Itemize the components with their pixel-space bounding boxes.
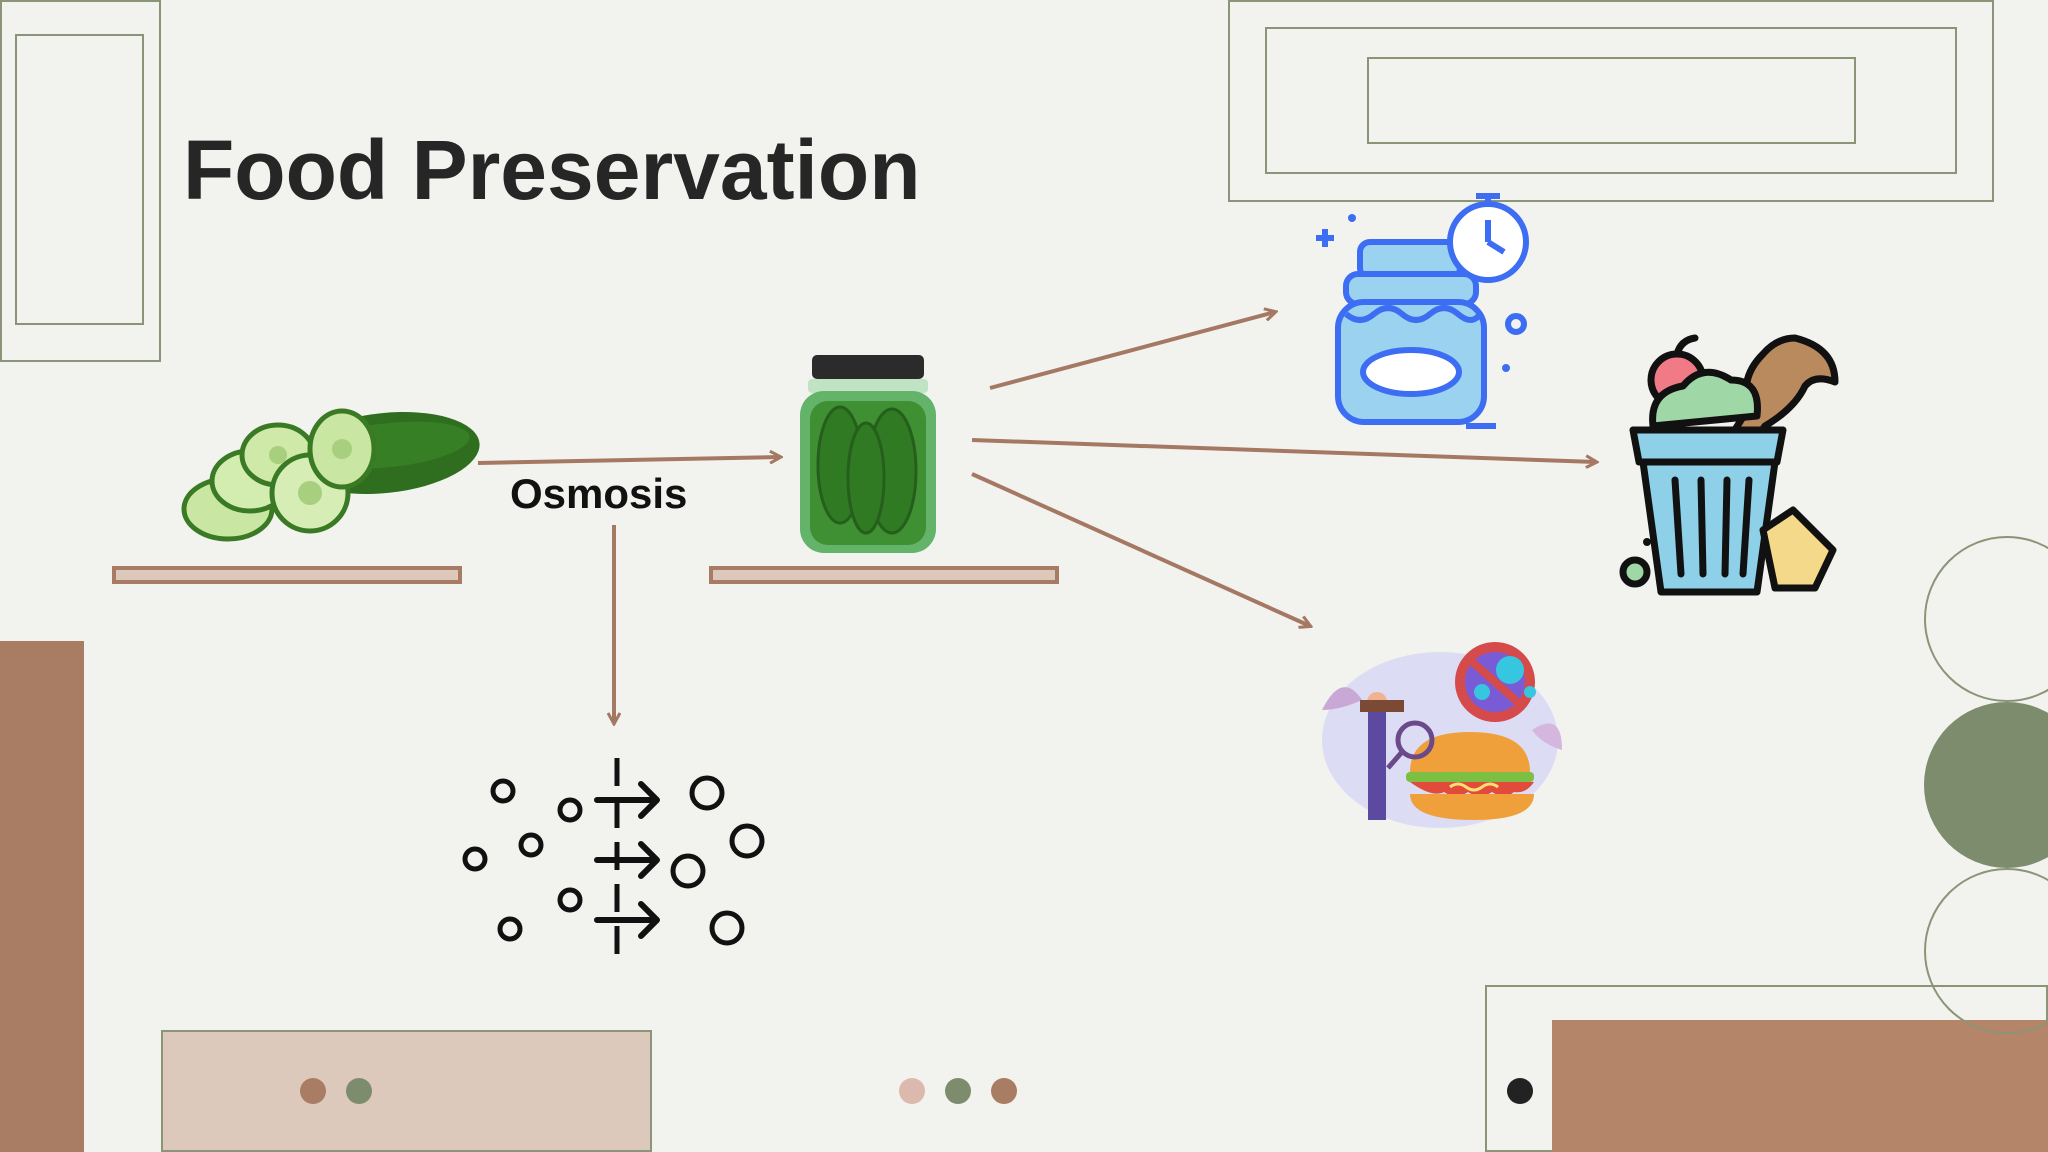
frame-top-left-inner — [15, 34, 144, 325]
frame-top-right-middle — [1265, 27, 1957, 174]
slide-title: Food Preservation — [183, 123, 921, 217]
dot-left-1 — [300, 1078, 326, 1104]
dot-left-2 — [346, 1078, 372, 1104]
arrow-cucumber-to-jar — [477, 457, 780, 465]
shelf-left — [112, 566, 462, 584]
shelf-center — [709, 566, 1059, 584]
dot-center-3 — [991, 1078, 1017, 1104]
circle-sage-filled — [1924, 702, 2048, 868]
osmosis-label: Osmosis — [510, 470, 688, 517]
arrow-to-food-safety — [971, 472, 1310, 626]
frame-top-right-inner — [1367, 57, 1856, 144]
osmosis-diffusion-icon — [462, 758, 765, 962]
dot-right — [1507, 1078, 1533, 1104]
pickle-jar-image — [800, 355, 936, 553]
frame-top-right-outer — [1228, 0, 1994, 202]
dot-center-1 — [899, 1078, 925, 1104]
arrow-to-waste-bin — [971, 438, 1596, 462]
blush-panel-bottom — [161, 1030, 652, 1152]
dot-center-2 — [945, 1078, 971, 1104]
preserve-jar-timer-icon — [1316, 193, 1529, 429]
arrow-to-preserve-jar — [989, 312, 1275, 390]
frame-top-left-outer — [0, 0, 161, 362]
food-waste-bin-icon — [1619, 334, 1839, 596]
food-safety-illustration — [1322, 642, 1562, 828]
cucumber-slices-image — [181, 408, 480, 542]
brown-panel-bottom-right — [1552, 1020, 2048, 1152]
brown-bar-left — [0, 641, 84, 1152]
